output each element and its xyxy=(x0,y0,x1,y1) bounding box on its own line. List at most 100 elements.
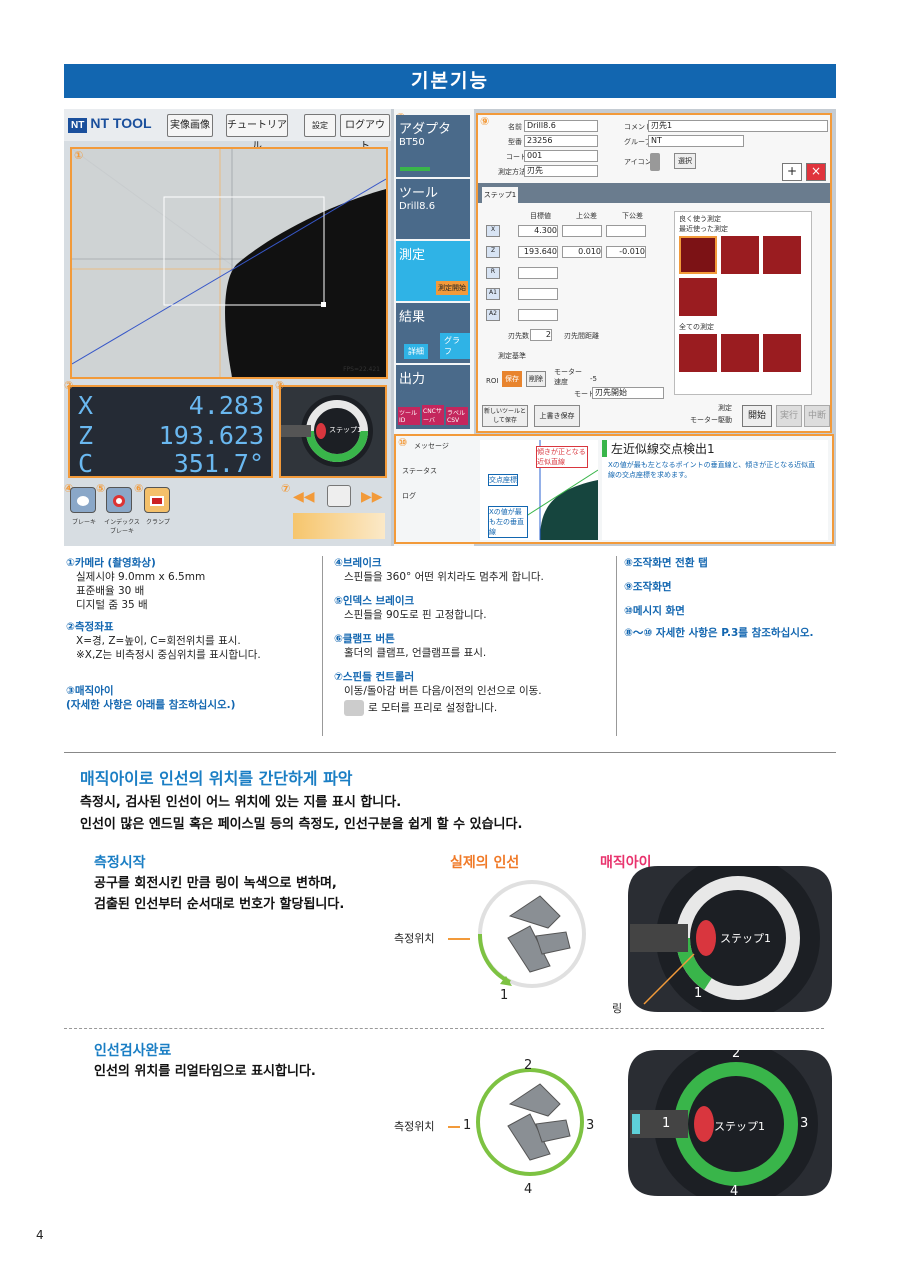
select-icon-button[interactable]: 選択 xyxy=(674,153,696,169)
caption-spindle-line2: 로 모터를 프리로 설정합니다. xyxy=(368,702,498,714)
z-lower-input[interactable]: -0.010 xyxy=(606,246,646,258)
axis-a1[interactable]: A1 xyxy=(486,288,500,300)
roi-save-button[interactable]: 保存 xyxy=(502,371,522,387)
name-input[interactable]: Drill8.6 xyxy=(524,120,598,132)
graph-button[interactable]: グラフ xyxy=(440,333,470,359)
lower-header: 下公差 xyxy=(622,212,643,220)
save-as-new-tool-button[interactable]: 新しいツールとして保存 xyxy=(482,405,528,427)
axis-z[interactable]: Z xyxy=(486,246,500,258)
tool-id-button[interactable]: ツールID xyxy=(398,407,420,425)
stop-button[interactable]: 中断 xyxy=(804,405,830,427)
a2-target-input[interactable] xyxy=(518,309,558,321)
tutorial-button[interactable]: チュートリアル xyxy=(226,114,288,152)
motor-drive-checkbox[interactable]: モーター駆動 xyxy=(690,416,732,424)
measure-thumb-5[interactable] xyxy=(679,334,717,372)
blade-count-label: 刃先数 xyxy=(508,332,529,340)
roi-delete-button[interactable]: 削除 xyxy=(526,371,546,387)
brake-button-group: ④ ⑤ ⑥ ブレーキ インデックスブレーキ クランプ xyxy=(64,482,176,541)
measure-label: 測定 xyxy=(718,404,732,412)
section-divider xyxy=(64,752,836,753)
marker-10: ⑩ xyxy=(398,436,408,449)
detail-button[interactable]: 詳細 xyxy=(404,344,428,359)
measure-thumb-7[interactable] xyxy=(763,334,801,372)
tab-log[interactable]: ログ xyxy=(402,492,416,500)
x-lower-input[interactable] xyxy=(606,225,646,237)
a1-target-input[interactable] xyxy=(518,288,558,300)
next-blade-icon[interactable]: ▶▶ xyxy=(361,489,383,505)
mode-select[interactable]: 刃先開始 xyxy=(592,387,664,399)
measure-start-button[interactable]: 測定開始 xyxy=(436,281,468,295)
step-tab-bar: ステップ1 xyxy=(478,183,830,203)
tab-status[interactable]: ステータス xyxy=(402,467,437,475)
measure-thumb-6[interactable] xyxy=(721,334,759,372)
caption-index-head: ⑤인덱스 브레이크 xyxy=(334,595,415,607)
message-title: 左近似線交点検出1 xyxy=(602,440,828,457)
often-used-label: 良く使う測定 xyxy=(679,215,721,223)
settings-button[interactable]: 設定 xyxy=(304,114,336,137)
cnc-server-button[interactable]: CNCサーバ xyxy=(422,405,444,425)
tab-message[interactable]: メッセージ xyxy=(414,442,449,450)
diagram-label-intersection: 交点座標 xyxy=(488,474,518,486)
camera-view[interactable]: ① FPS=22.421 xyxy=(70,147,388,379)
tab-step1[interactable]: ステップ1 xyxy=(482,187,518,203)
measure-thumb-3[interactable] xyxy=(763,236,801,274)
brake-icon xyxy=(77,496,89,506)
z-upper-input[interactable]: 0.010 xyxy=(562,246,602,258)
spindle-controller: ⑦ ◀◀ ▶▶ xyxy=(279,482,389,541)
blade-count-input[interactable]: 2 xyxy=(530,329,552,341)
real-image-button[interactable]: 実像画像 xyxy=(167,114,213,137)
caption-brake-line1: 스핀들을 360° 어떤 위치라도 멈추게 합니다. xyxy=(344,571,544,583)
x-upper-input[interactable] xyxy=(562,225,602,237)
z-target-input[interactable]: 193.640 xyxy=(518,246,558,258)
method-select[interactable]: 刃先 xyxy=(524,165,598,177)
measure-thumb-4[interactable] xyxy=(679,278,717,316)
ring-pointer xyxy=(643,953,695,1005)
brake-button[interactable] xyxy=(70,487,96,513)
logout-button[interactable]: ログアウト xyxy=(340,114,390,152)
measure-thumb-1[interactable] xyxy=(679,236,717,274)
r-target-input[interactable] xyxy=(518,267,558,279)
caption-clamp-line1: 홀더의 클램프, 언클램프를 표시. xyxy=(344,647,487,659)
comment-input[interactable]: 刃先1 xyxy=(648,120,828,132)
caption-see-p3: ⑧～⑩ 자세한 사항은 P.3를 참조하십시오. xyxy=(624,627,814,639)
clamp-icon xyxy=(150,496,164,506)
axis-a2[interactable]: A2 xyxy=(486,309,500,321)
add-icon[interactable]: + xyxy=(782,163,802,181)
caption-camera-line2: 표준배율 30 배 xyxy=(76,585,145,597)
caption-tabs: ⑧조작화면 전환 탭 xyxy=(624,557,708,569)
motor-free-button[interactable] xyxy=(327,485,351,507)
index-brake-button[interactable] xyxy=(106,487,132,513)
all-label: 全ての測定 xyxy=(679,323,714,331)
x-target-input[interactable]: 4.300 xyxy=(518,225,558,237)
measure-thumb-2[interactable] xyxy=(721,236,759,274)
start-button[interactable]: 開始 xyxy=(742,405,772,427)
group-select[interactable]: NT xyxy=(648,135,744,147)
fps-readout: FPS=22.421 xyxy=(343,366,380,373)
message-screen: ⑩ メッセージ ステータス ログ 傾きが正となる近似直線 交点座標 Xの値が最も… xyxy=(394,434,834,544)
blade-number-1-start: 1 xyxy=(500,988,509,1003)
close-icon[interactable]: × xyxy=(806,163,826,181)
label-csv-button[interactable]: ラベルCSV xyxy=(446,407,468,425)
tab-output[interactable]: 出力 ツールID CNCサーバ ラベルCSV xyxy=(396,365,470,429)
prev-blade-icon[interactable]: ◀◀ xyxy=(293,489,315,505)
caption-spindle-head: ⑦스핀들 컨트롤러 xyxy=(334,671,415,683)
axis-r[interactable]: R xyxy=(486,267,500,279)
code-input[interactable]: 001 xyxy=(524,150,598,162)
axis-x[interactable]: X xyxy=(486,225,500,237)
operation-screen: ⑨ 名前 Drill8.6 型番 23256 コード 001 測定方法 刃先 コ… xyxy=(476,113,832,433)
overwrite-save-button[interactable]: 上書き保存 xyxy=(534,405,580,427)
marker-5: ⑤ xyxy=(96,482,106,495)
tab-result[interactable]: 結果 詳細 グラフ xyxy=(396,303,470,363)
mode-label: モード xyxy=(574,390,595,398)
ring-label: 링 xyxy=(612,1002,623,1015)
execute-button[interactable]: 実行 xyxy=(776,405,802,427)
blade-number-1-done: 1 xyxy=(463,1118,472,1133)
model-input[interactable]: 23256 xyxy=(524,135,598,147)
clamp-button[interactable] xyxy=(144,487,170,513)
magic-eye-ring xyxy=(281,395,373,467)
tab-measure[interactable]: 測定 測定開始 xyxy=(396,241,470,301)
